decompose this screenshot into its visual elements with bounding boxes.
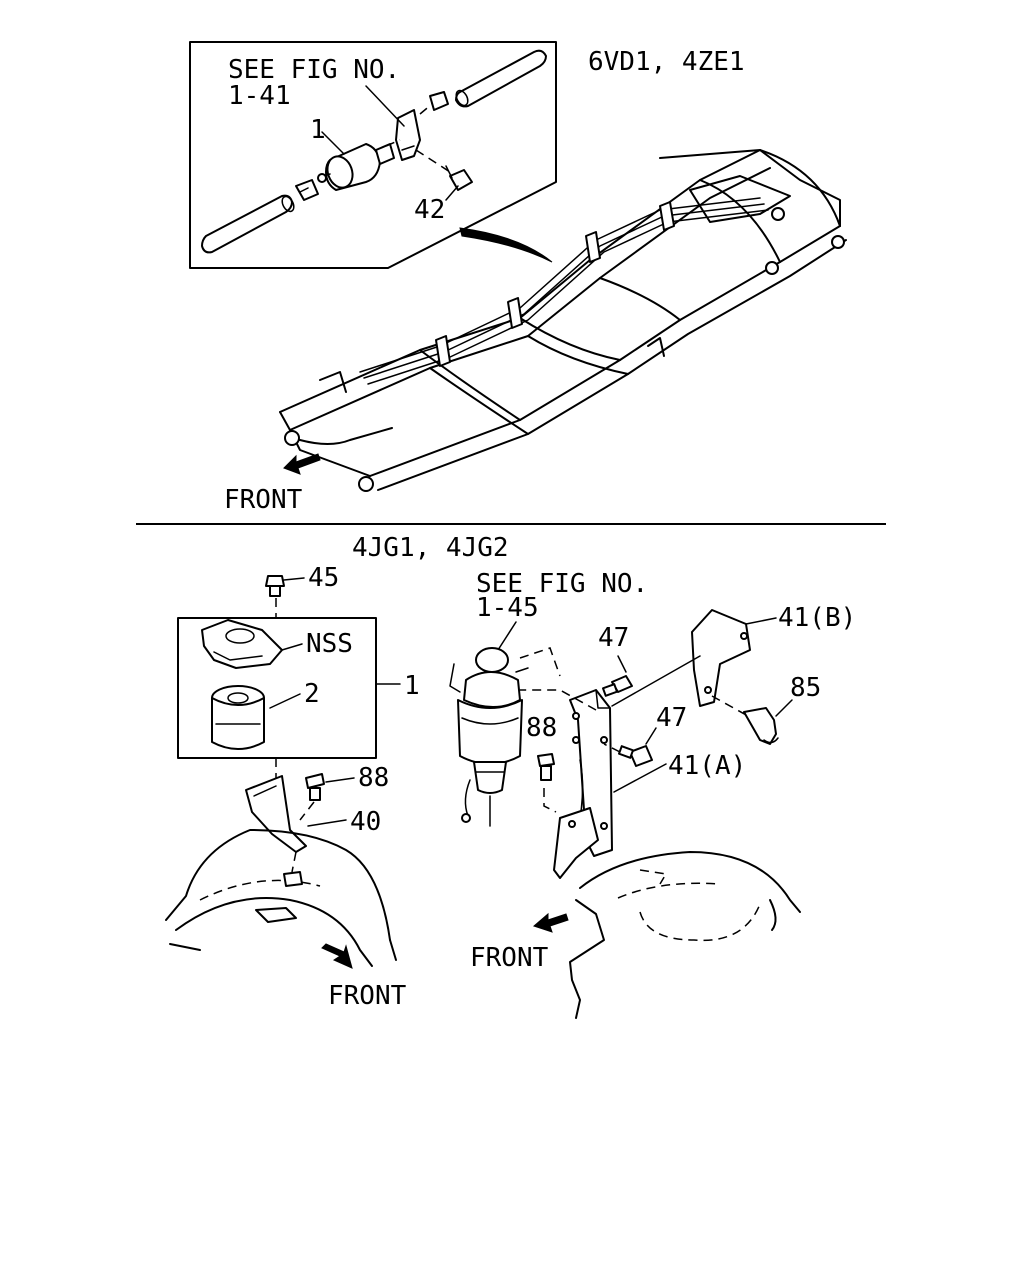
front-label-left: FRONT <box>328 981 407 1011</box>
left-filter-figure: 45 1 NSS 2 40 <box>165 563 420 1011</box>
callout-42: 42 <box>414 195 445 225</box>
callout-85: 85 <box>790 673 821 703</box>
inset-see-fig-line2: 1-41 <box>228 81 291 111</box>
callout-45: 45 <box>308 563 339 593</box>
assembly-box <box>177 617 377 759</box>
inset-pointer <box>459 227 553 263</box>
callout-47-lower: 47 <box>656 703 687 733</box>
callout-41a: 41(A) <box>668 751 746 781</box>
inset-see-fig-line1: SEE FIG NO. <box>228 55 400 85</box>
callout-88-right: 88 <box>526 713 557 743</box>
callout-2: 2 <box>304 679 320 709</box>
chassis-frame <box>279 149 847 492</box>
inset-frame <box>189 41 557 269</box>
front-arrow-right <box>533 912 569 933</box>
front-arrow-left <box>321 943 353 969</box>
front-label-right: FRONT <box>470 943 549 973</box>
top-engine-label: 6VD1, 4ZE1 <box>588 47 745 77</box>
bottom-engine-label: 4JG1, 4JG2 <box>352 533 509 563</box>
top-section: 6VD1, 4ZE1 SEE FIG NO. 1-41 1 <box>189 41 847 515</box>
callout-1-left: 1 <box>404 671 420 701</box>
front-arrow-top <box>283 453 321 475</box>
callout-41b: 41(B) <box>778 603 856 633</box>
bottom-section: 4JG1, 4JG2 45 1 NSS 2 <box>165 533 856 1019</box>
callout-40: 40 <box>350 807 381 837</box>
callout-88-left: 88 <box>358 763 389 793</box>
callout-47-upper: 47 <box>598 623 629 653</box>
right-see-fig-line1: SEE FIG NO. <box>476 569 648 599</box>
right-see-fig-line2: 1-45 <box>476 593 539 623</box>
front-label-top: FRONT <box>224 485 303 515</box>
inset-fuel-filter-assembly: 1 42 <box>201 49 547 254</box>
callout-nss: NSS <box>306 629 353 659</box>
callout-1-top: 1 <box>310 115 326 145</box>
right-filter-figure: SEE FIG NO. 1-45 <box>449 569 856 1019</box>
